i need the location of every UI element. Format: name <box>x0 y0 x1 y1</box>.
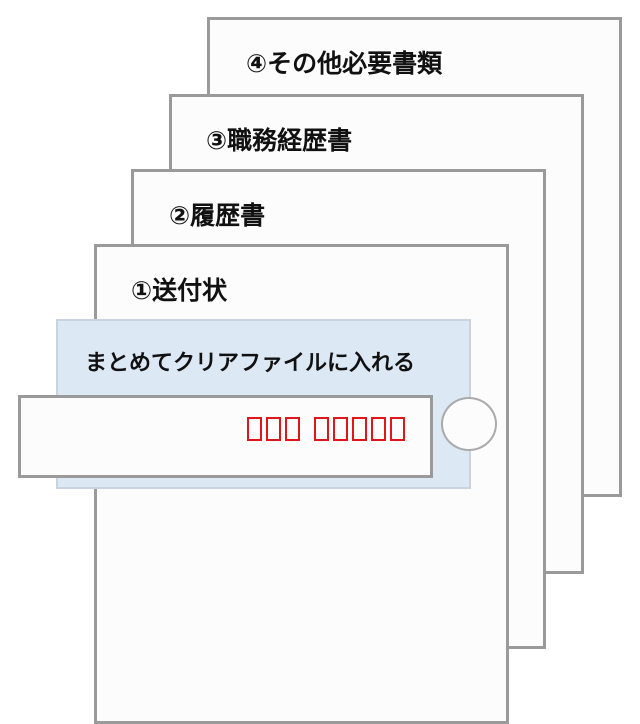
sheet-label: ③職務経歴書 <box>206 126 353 155</box>
sheet-label: ①送付状 <box>131 276 228 305</box>
clear-file-notch <box>441 397 497 451</box>
sheet-label: ②履歴書 <box>169 201 266 230</box>
sheet-label: ④その他必要書類 <box>246 49 443 78</box>
envelope-front <box>18 395 433 478</box>
clear-file-label: まとめてクリアファイルに入れる <box>85 351 416 376</box>
envelope-red-stamp <box>247 417 405 441</box>
